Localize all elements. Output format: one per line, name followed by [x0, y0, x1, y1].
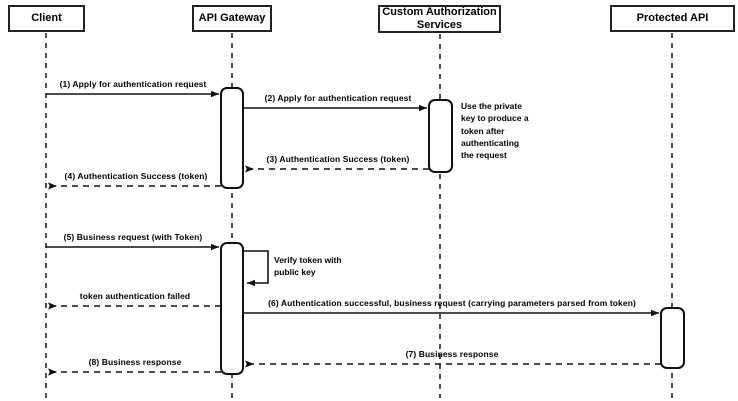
participant-box-client[interactable]: Client [8, 5, 85, 32]
activation-gateway-auth [220, 87, 244, 189]
participant-label-api-gateway: API Gateway [198, 12, 266, 25]
message-label-7: (7) Business response [405, 349, 499, 359]
message-label-6: (6) Authentication successful, business … [268, 298, 636, 308]
participant-box-protected-api[interactable]: Protected API [610, 5, 735, 32]
message-label-5: (5) Business request (with Token) [63, 232, 203, 242]
note-private-key: Use the private key to produce a token a… [461, 101, 529, 161]
activation-protected-api [660, 307, 685, 369]
participant-box-api-gateway[interactable]: API Gateway [192, 5, 272, 32]
message-label-4: (4) Authentication Success (token) [64, 171, 208, 181]
message-label-2: (2) Apply for authentication request [264, 93, 412, 103]
note-verify-token: Verify token with public key [274, 255, 342, 278]
participant-label-client: Client [31, 12, 62, 25]
activation-gateway-business [220, 242, 244, 375]
message-arrow-self-verify [243, 250, 269, 287]
message-label-1: (1) Apply for authentication request [59, 79, 207, 89]
participant-box-custom-authorization-services[interactable]: Custom Authorization Services [378, 5, 501, 33]
participant-label-protected-api: Protected API [636, 12, 709, 25]
participant-label-custom-authorization-services: Custom Authorization Services [382, 6, 497, 31]
message-label-token-failed: token authentication failed [79, 291, 191, 301]
activation-auth-service [428, 99, 453, 173]
message-label-8: (8) Business response [88, 357, 182, 367]
message-label-3: (3) Authentication Success (token) [266, 154, 410, 164]
